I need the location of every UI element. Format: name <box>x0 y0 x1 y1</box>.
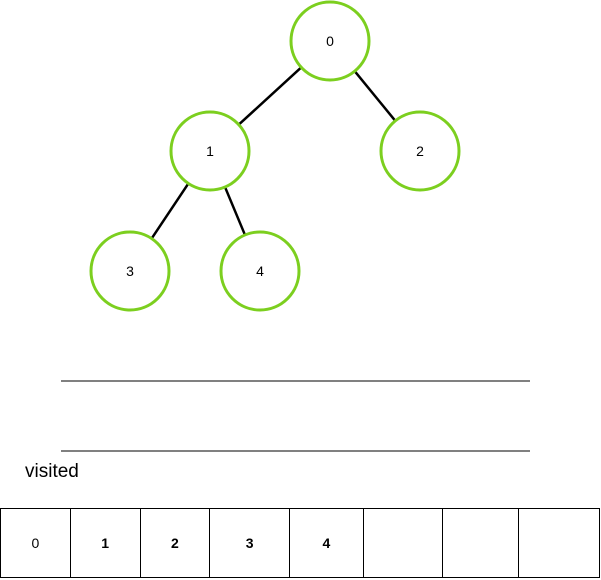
tree-edge-0-1 <box>238 66 302 126</box>
visited-cell-2: 2 <box>141 509 211 577</box>
tree-node-0: 0 <box>289 0 371 82</box>
tree-node-circle <box>379 110 461 192</box>
visited-label: visited <box>25 461 79 482</box>
tree-node-circle <box>219 230 301 312</box>
visited-cell-4: 4 <box>290 509 364 577</box>
tree-node-label: 4 <box>256 263 264 279</box>
tree-node-label: 2 <box>416 143 424 159</box>
tree-nodes: 0 1 2 3 4 <box>89 0 461 312</box>
tree-node-4: 4 <box>219 230 301 312</box>
visited-cell-3: 3 <box>210 509 291 577</box>
tree-edge-1-3 <box>150 183 190 239</box>
tree-node-circle <box>169 110 251 192</box>
tree-node-2: 2 <box>379 110 461 192</box>
visited-cell-7 <box>519 509 599 577</box>
tree-node-label: 0 <box>326 33 334 49</box>
tree-node-3: 3 <box>89 230 171 312</box>
visited-cell-1: 1 <box>71 509 141 577</box>
tree-node-label: 3 <box>126 263 134 279</box>
tree-edges <box>150 66 396 239</box>
visited-cell-5 <box>364 509 443 577</box>
tree-edge-1-4 <box>224 186 246 236</box>
visited-cell-0: 0 <box>1 509 71 577</box>
tree-node-circle <box>89 230 171 312</box>
visited-cell-6 <box>443 509 520 577</box>
tree-edge-0-2 <box>354 70 396 122</box>
tree-node-1: 1 <box>169 110 251 192</box>
tree-node-label: 1 <box>206 143 214 159</box>
tree-node-circle <box>289 0 371 82</box>
